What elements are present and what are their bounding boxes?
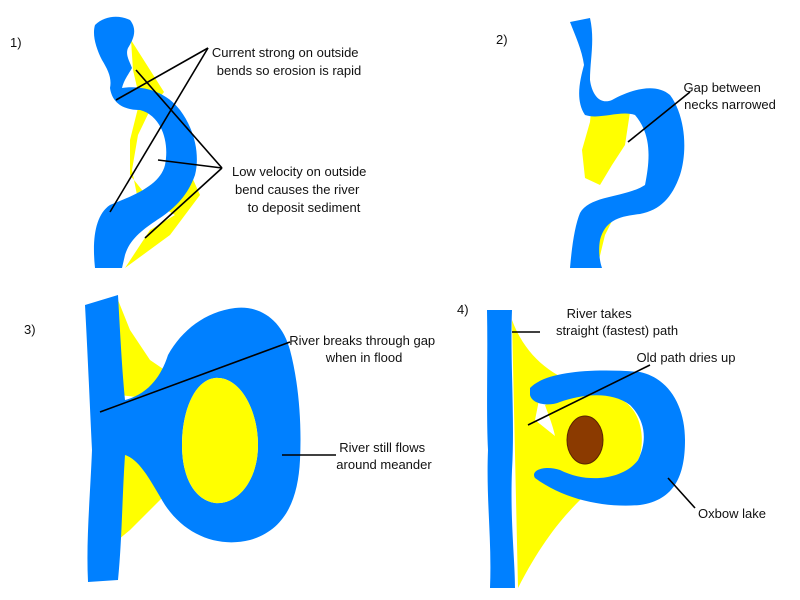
panel-1-leader-deposit-b — [157, 159, 223, 169]
panel-4-river-channel — [487, 310, 515, 588]
panel-3: 3) River breaks through gap when in floo… — [24, 295, 439, 582]
panel-2-number: 2) — [496, 32, 508, 47]
panel-1-leader-deposit-c — [144, 167, 223, 239]
panel-2-sediment-deposit — [582, 100, 630, 268]
panel-4: 4) River takes straight (fastest) path O… — [457, 302, 766, 588]
panel-3-leader-breakthrough — [99, 341, 291, 413]
panel-2: 2) Gap between necks narrowed — [496, 18, 776, 268]
panel-1-label-erosion: Current strong on outside bends so erosi… — [212, 45, 362, 78]
panel-4-leader-dries — [527, 364, 651, 426]
panel-3-number: 3) — [24, 322, 36, 337]
panel-1: 1) Current strong on outside bends so er… — [10, 16, 370, 268]
panel-4-oxbow-lake — [530, 370, 685, 506]
panel-4-leader-oxbow — [667, 477, 696, 509]
panel-4-label-dries: Old path dries up — [636, 350, 735, 365]
panel-1-leader-deposit-a — [135, 69, 223, 169]
panel-4-label-straight: River takes straight (fastest) path — [556, 306, 678, 338]
panel-2-river-channel — [570, 18, 685, 268]
panel-4-old-path-patch — [566, 415, 604, 465]
panel-4-label-oxbow: Oxbow lake — [698, 506, 766, 521]
panel-3-label-flow: River still flows around meander — [336, 440, 432, 472]
panel-1-number: 1) — [10, 35, 22, 50]
panel-2-leader-gap — [627, 91, 691, 143]
panel-1-leader-erosion-a — [115, 47, 209, 101]
panel-3-river-channel — [85, 295, 301, 582]
panel-4-number: 4) — [457, 302, 469, 317]
panel-3-label-breakthrough: River breaks through gap when in flood — [289, 333, 439, 365]
panel-2-label-gap: Gap between necks narrowed — [684, 80, 776, 112]
panel-1-leader-erosion-b — [109, 47, 209, 213]
panel-3-inner-island — [182, 377, 258, 504]
panel-1-label-deposition: Low velocity on outside bend causes the … — [232, 164, 370, 215]
panel-1-river-channel — [93, 16, 197, 268]
